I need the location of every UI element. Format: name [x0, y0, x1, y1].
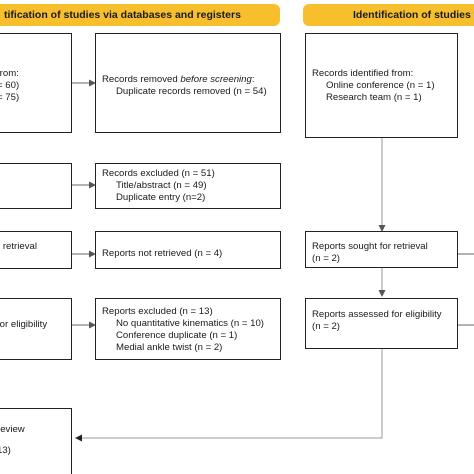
box-records-screened: [0, 163, 72, 209]
reports-excluded-heading: Reports excluded (n = 13): [102, 306, 213, 317]
banner-databases-registers: tification of studies via databases and …: [0, 4, 280, 26]
included-label: review: [0, 424, 25, 435]
removed-heading: Records removed before screening:: [102, 74, 255, 85]
box-reports-sought-left: r retrieval: [0, 231, 72, 269]
box-reports-sought-other: Reports sought for retrieval (n = 2): [305, 231, 458, 268]
box-records-identified: from: = 60) = 75): [0, 33, 72, 133]
other-online-conference: Online conference (n = 1): [326, 80, 435, 91]
box-studies-included: review 13): [0, 408, 72, 474]
banner-databases-label: tification of studies via databases and …: [4, 9, 241, 21]
assessed-left-label: for eligibility: [0, 319, 48, 330]
banner-other-label: Identification of studies vi: [353, 9, 474, 21]
assessed-other-count: (n = 2): [312, 321, 340, 332]
sought-other-heading: Reports sought for retrieval: [312, 241, 428, 252]
not-retrieved-heading: Reports not retrieved (n = 4): [102, 248, 223, 259]
excluded-heading: Records excluded (n = 51): [102, 168, 215, 179]
banner-other-methods: Identification of studies vi: [303, 4, 474, 26]
box-reports-assessed-other: Reports assessed for eligibility (n = 2): [305, 298, 458, 349]
box-reports-excluded: Reports excluded (n = 13) No quantitativ…: [95, 298, 281, 360]
other-heading: Records identified from:: [312, 68, 414, 79]
sought-other-count: (n = 2): [312, 253, 340, 264]
removed-duplicates: Duplicate records removed (n = 54): [116, 86, 267, 97]
box-records-excluded: Records excluded (n = 51) Title/abstract…: [95, 163, 281, 209]
arrow-head-included: [75, 434, 82, 442]
reports-excluded-kinematics: No quantitative kinematics (n = 10): [116, 318, 264, 329]
box-reports-assessed-left: for eligibility: [0, 298, 72, 360]
sought-left-label: r retrieval: [0, 241, 37, 252]
identified-line-1: from:: [0, 68, 19, 79]
box-reports-not-retrieved: Reports not retrieved (n = 4): [95, 231, 281, 269]
other-research-team: Research team (n = 1): [326, 92, 422, 103]
arrow-other-to-included: [82, 349, 383, 439]
excluded-title-abstract: Title/abstract (n = 49): [116, 180, 207, 191]
identified-line-2: = 60): [0, 80, 20, 91]
reports-excluded-conference: Conference duplicate (n = 1): [116, 330, 238, 341]
box-records-removed: Records removed before screening: Duplic…: [95, 33, 281, 133]
identified-line-3: = 75): [0, 92, 20, 103]
box-other-records-identified: Records identified from: Online conferen…: [305, 33, 458, 138]
excluded-duplicate-entry: Duplicate entry (n=2): [116, 192, 206, 203]
included-count: 13): [0, 445, 11, 456]
assessed-other-heading: Reports assessed for eligibility: [312, 309, 442, 320]
reports-excluded-ankle: Medial ankle twist (n = 2): [116, 342, 223, 353]
